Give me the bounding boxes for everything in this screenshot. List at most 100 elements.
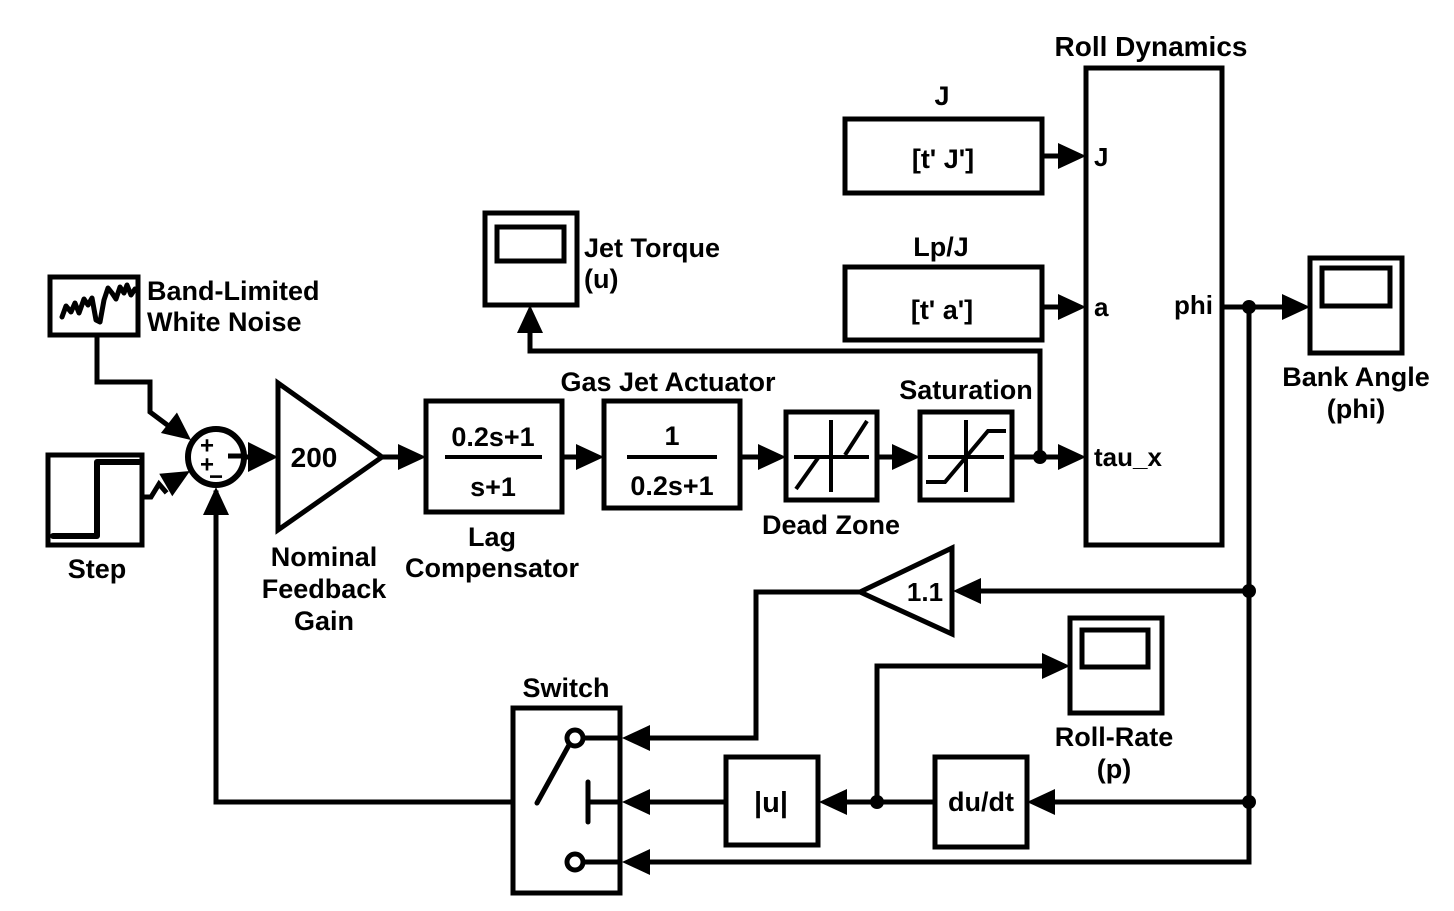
abs-value: |u| [754,787,788,819]
roll-dynamics-body[interactable] [1083,65,1225,548]
jet-torque-scope-screen [494,224,567,264]
bank-angle-label-line1: Bank Angle [1282,362,1430,392]
sum-circle[interactable] [185,426,247,488]
lpj-constant-body[interactable] [842,264,1045,343]
arrowhead [203,487,229,515]
noise-signal-icon [59,282,138,325]
lag-label-line1: Lag [468,522,516,552]
roll-dynamics-port-j: J [1094,142,1108,172]
block-roll-rate-scope[interactable]: Roll-Rate (p) [1055,615,1174,784]
arrowhead [398,444,426,470]
wire-switch-to-sum [213,490,540,805]
wire-to-jet-torque-scope [527,332,1043,460]
abs-body[interactable] [723,754,821,848]
block-band-limited-white-noise[interactable]: Band-Limited White Noise [47,274,320,338]
saturation-curve [926,429,1006,484]
actuator-title: Gas Jet Actuator [560,367,776,397]
jet-torque-label-line2: (u) [584,264,618,294]
arrowhead [819,789,847,815]
gain-label-line3: Gain [294,606,354,636]
roll-dynamics-port-a: a [1094,292,1109,322]
block-derivative[interactable]: du/dt [932,754,1030,850]
block-jet-torque-scope[interactable]: Jet Torque (u) [482,210,720,308]
arrowhead [1027,789,1055,815]
jet-torque-label-line1: Jet Torque [584,233,720,263]
rate-gain-triangle[interactable] [854,544,955,638]
arrowhead [892,444,920,470]
arrowhead [1058,444,1086,470]
roll-dynamics-port-phi: phi [1174,290,1213,320]
arrowhead [517,305,543,333]
rate-gain-value: 1.1 [907,577,943,607]
arrowhead [576,444,604,470]
arrowhead [1058,143,1086,169]
derivative-body[interactable] [932,754,1030,850]
block-gas-jet-actuator[interactable]: Gas Jet Actuator 1 0.2s+1 [560,367,776,511]
block-nominal-feedback-gain[interactable]: 200 Nominal Feedback Gain [262,378,388,636]
actuator-denominator: 0.2s+1 [630,471,713,501]
gain-label-line1: Nominal [271,542,378,572]
block-roll-dynamics[interactable]: Roll Dynamics J a tau_x phi [1055,31,1248,548]
gain-value: 200 [291,442,338,473]
lpj-constant-value: [t' a'] [911,295,973,325]
wire-step-to-sum [139,479,169,500]
bank-angle-scope-screen [1319,265,1393,309]
gain-label-line2: Feedback [262,574,388,604]
j-constant-body[interactable] [842,116,1045,196]
block-saturation[interactable]: Saturation [899,375,1033,503]
wire-phi-feedback-trunk [645,304,1252,865]
actuator-numerator: 1 [664,421,679,451]
lag-numerator: 0.2s+1 [451,422,534,452]
white-noise-label-line2: White Noise [147,307,302,337]
roll-dynamics-title: Roll Dynamics [1055,31,1248,62]
arrowhead [248,442,278,472]
wire-rategain-to-switch [645,589,863,741]
roll-rate-label-line1: Roll-Rate [1055,722,1174,752]
arrowhead [1058,294,1086,320]
wires [94,143,1310,875]
dead-zone-curve-upper [843,419,869,457]
block-abs[interactable]: |u| [723,754,821,848]
block-sum[interactable]: + + − [185,426,247,491]
dead-zone-curve-lower [794,456,820,491]
j-constant-title: J [934,81,949,111]
step-signal-icon [50,459,142,539]
block-step[interactable]: Step [45,452,145,584]
lag-denominator: s+1 [470,472,516,502]
switch-port1-circle [564,727,586,749]
sum-sign-minus: − [209,464,223,491]
arrowhead [160,412,191,440]
block-lag-compensator[interactable]: 0.2s+1 s+1 Lag Compensator [405,398,580,583]
arrowhead [622,725,650,751]
switch-label: Switch [522,673,609,703]
lag-label-line2: Compensator [405,553,580,583]
wire-noise-to-sum [94,332,170,428]
block-dead-zone[interactable]: Dead Zone [762,409,900,540]
sum-sign-plus-2: + [200,452,214,479]
gain-triangle[interactable] [275,378,387,535]
arrowhead [953,578,981,604]
arrowhead [1042,653,1070,679]
block-bank-angle-scope[interactable]: Bank Angle (phi) [1282,255,1430,424]
switch-lever [534,742,572,806]
arrowhead [622,789,650,815]
actuator-block-body[interactable] [601,398,743,511]
arrowhead [622,849,650,875]
j-constant-value: [t' J'] [912,144,974,174]
sum-sign-plus-1: + [200,433,214,460]
block-switch[interactable]: Switch [510,673,623,896]
step-label: Step [68,554,127,584]
block-rate-gain[interactable]: 1.1 [854,544,955,638]
saturation-label: Saturation [899,375,1033,405]
roll-rate-label-line2: (p) [1097,754,1131,784]
roll-rate-scope-screen [1079,627,1151,670]
derivative-value: du/dt [948,787,1014,817]
arrowhead [758,444,786,470]
block-lpj-constant[interactable]: Lp/J [t' a'] [842,232,1045,343]
white-noise-label-line1: Band-Limited [147,276,320,306]
lpj-constant-title: Lp/J [913,232,969,262]
switch-port3-circle [564,851,586,873]
arrowhead [159,471,190,497]
block-j-constant[interactable]: J [t' J'] [842,81,1045,196]
